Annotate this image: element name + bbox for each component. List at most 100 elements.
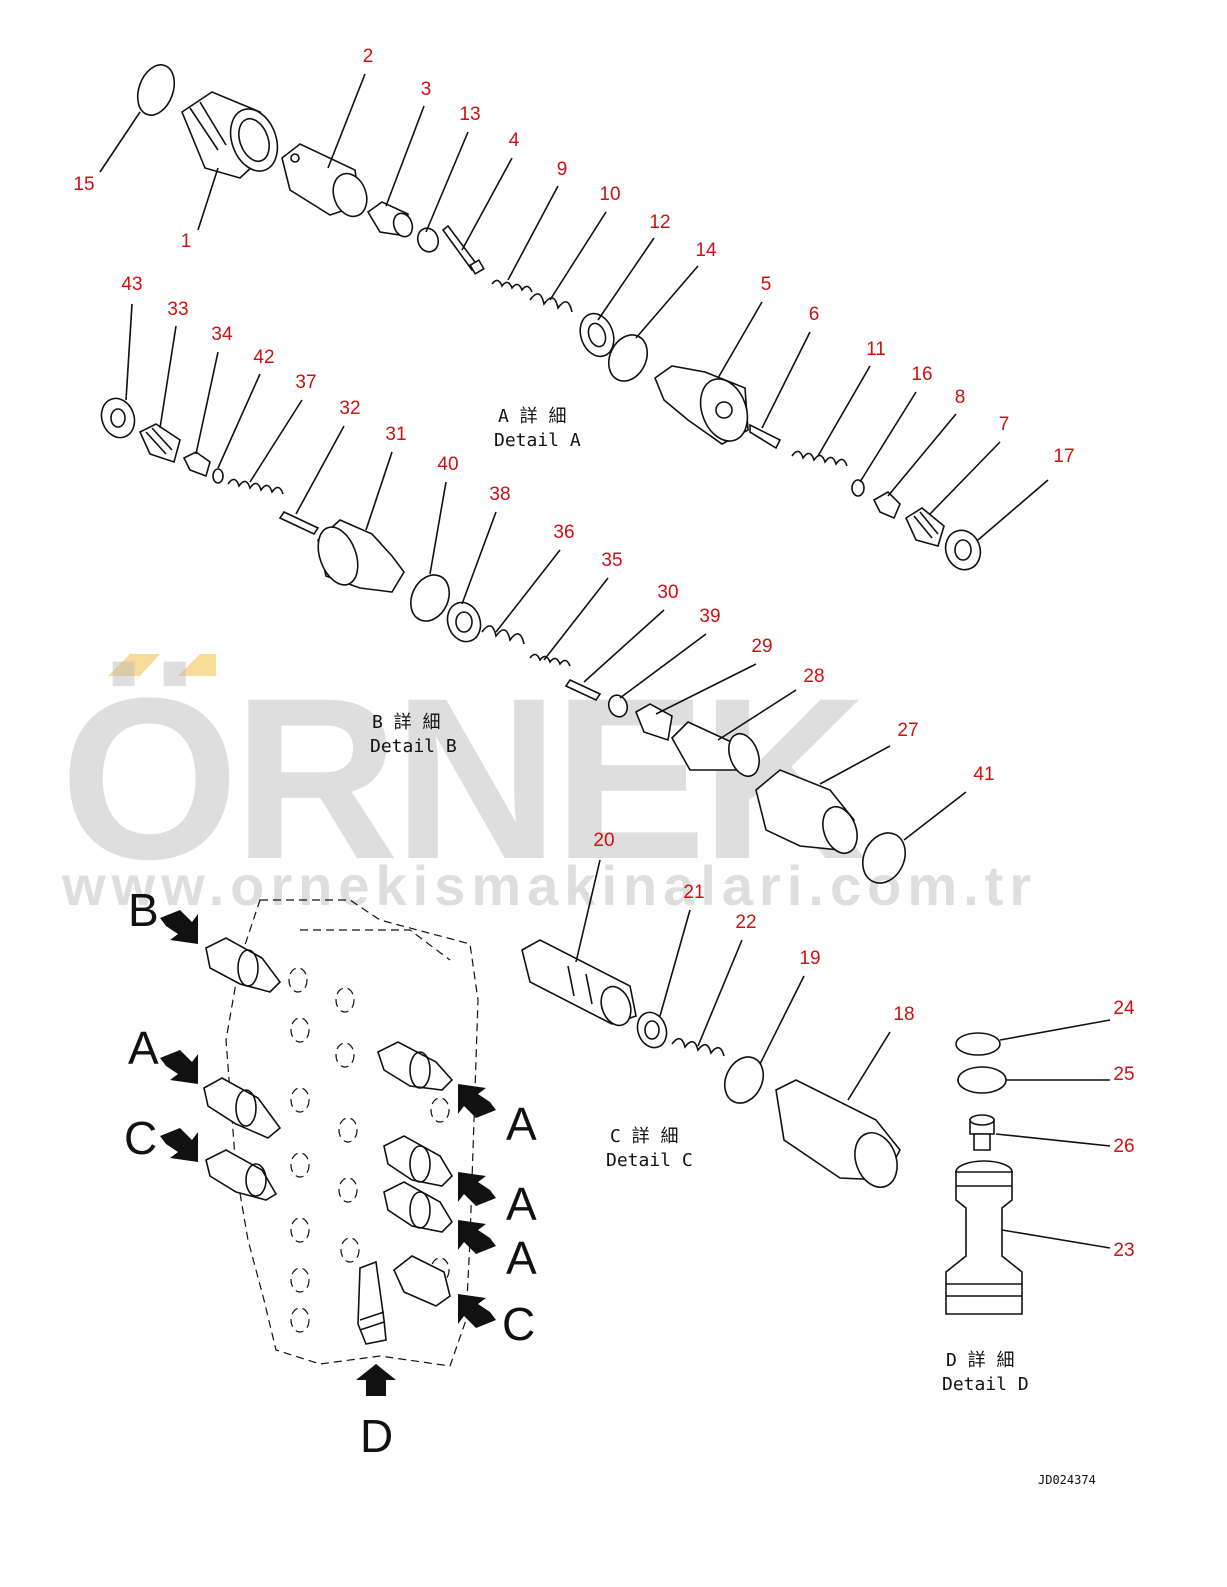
part-28-sleeve	[671, 721, 760, 778]
arrow-c-left-icon	[160, 1128, 198, 1162]
detail-a-en: Detail A	[494, 430, 581, 451]
part-21-seal	[636, 1011, 668, 1049]
leader-line-10	[549, 211, 607, 301]
part-number-37: 37	[295, 372, 316, 393]
leader-line-22	[697, 939, 743, 1047]
installed-valve-a-left	[203, 1077, 282, 1139]
part-42-ring	[212, 468, 224, 484]
part-17-nut	[944, 529, 982, 571]
part-number-15: 15	[73, 174, 94, 195]
view-letters: B A C A A A C D	[124, 884, 537, 1462]
view-letter-b: B	[128, 884, 159, 936]
o-ring-40	[409, 574, 451, 622]
valve-body-bores	[288, 967, 450, 1333]
part-number-31: 31	[385, 424, 406, 445]
part-number-19: 19	[799, 948, 820, 969]
part-23-valve	[945, 1160, 1023, 1315]
detail-b-jp: B 詳 細	[372, 712, 441, 733]
part-9-spring	[491, 279, 533, 293]
leader-line-28	[717, 689, 797, 741]
part-number-9: 9	[557, 159, 568, 180]
view-letter-a-right-2: A	[506, 1178, 537, 1230]
arrow-b-icon	[160, 910, 198, 944]
watermark-brand: ÖRNEK	[60, 650, 865, 907]
arrow-d-icon	[356, 1364, 396, 1396]
leader-line-16	[859, 391, 917, 483]
leader-line-14	[635, 265, 699, 339]
leader-line-35	[543, 577, 609, 661]
part-4-poppet	[441, 224, 485, 275]
part-number-4: 4	[509, 130, 520, 151]
o-ring-19	[723, 1056, 765, 1104]
part-number-10: 10	[599, 184, 620, 205]
part-number-42: 42	[253, 347, 274, 368]
detail-c-jp: C 詳 細	[610, 1126, 679, 1147]
part-27-fitting	[755, 769, 858, 855]
installed-valve-d	[357, 1260, 387, 1345]
arrow-c-right-icon	[458, 1294, 496, 1328]
part-34-plug	[182, 451, 211, 478]
leader-line-17	[977, 479, 1049, 541]
part-number-11: 11	[866, 339, 886, 360]
part-7-adjuster	[904, 507, 945, 547]
installed-valve-c-right	[393, 1255, 451, 1307]
part-30-poppet	[564, 678, 602, 702]
leader-line-33	[159, 325, 177, 429]
leader-line-7	[929, 441, 1001, 515]
leader-line-43	[125, 303, 133, 401]
o-ring-15	[136, 64, 176, 116]
leader-line-1	[197, 167, 219, 231]
part-number-33: 33	[167, 299, 188, 320]
part-number-29: 29	[751, 636, 772, 657]
part-number-27: 27	[897, 720, 918, 741]
leader-line-27	[819, 745, 891, 785]
leader-line-13	[425, 131, 469, 233]
part-number-24: 24	[1113, 998, 1135, 1019]
leader-line-4	[461, 157, 513, 251]
installed-valve-a-right-1	[377, 1041, 454, 1091]
leader-line-2	[327, 73, 366, 169]
part-39-washer	[607, 694, 629, 718]
part-22-spring	[671, 1037, 725, 1057]
leader-line-8	[887, 413, 957, 497]
detail-b-en: Detail B	[370, 736, 457, 757]
part-1-fitting	[181, 91, 279, 179]
leader-line-24	[999, 1019, 1111, 1041]
detail-labels: A 詳 細 Detail A B 詳 細 Detail B C 詳 細 Deta…	[370, 406, 1029, 1395]
drawing-code: JD024374	[1038, 1473, 1096, 1487]
view-arrows	[160, 910, 496, 1396]
part-number-13: 13	[459, 104, 480, 125]
leader-line-6	[761, 331, 811, 429]
part-12-seal	[579, 312, 615, 358]
arrow-a-right-3-icon	[458, 1220, 496, 1254]
view-letter-c-right: C	[502, 1298, 535, 1350]
part-6-needle	[749, 423, 782, 450]
part-number-36: 36	[553, 522, 574, 543]
part-33-adjuster	[138, 423, 181, 464]
detail-b-parts	[100, 397, 906, 884]
view-letter-d: D	[360, 1410, 393, 1462]
part-number-8: 8	[955, 387, 966, 408]
part-2-sleeve	[281, 143, 368, 218]
detail-c-parts	[521, 939, 901, 1188]
part-number-1: 1	[181, 231, 192, 252]
part-number-5: 5	[761, 274, 772, 295]
part-36-spring	[481, 625, 525, 645]
part-number-2: 2	[363, 46, 374, 67]
leader-line-39	[619, 633, 707, 699]
part-38-seal	[446, 601, 482, 643]
part-number-34: 34	[211, 324, 233, 345]
leader-line-3	[385, 105, 425, 207]
part-number-17: 17	[1053, 446, 1074, 467]
installed-valve-b	[205, 937, 282, 993]
watermark-accent-left	[108, 654, 160, 676]
detail-c-en: Detail C	[606, 1150, 693, 1171]
view-letter-c-left: C	[124, 1112, 157, 1164]
part-11-spring	[791, 450, 848, 467]
view-letter-a-left: A	[128, 1022, 159, 1074]
installed-valve-a-right-2	[383, 1135, 454, 1187]
part-number-28: 28	[803, 666, 824, 687]
part-number-39: 39	[699, 606, 720, 627]
part-43-nut	[100, 397, 136, 439]
part-number-43: 43	[121, 274, 142, 295]
